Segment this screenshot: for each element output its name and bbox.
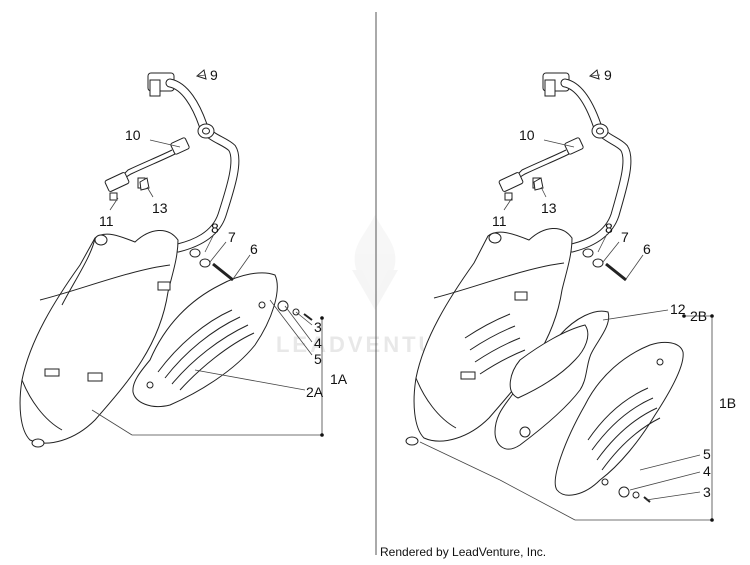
watermark-flame-icon: [352, 215, 398, 310]
callout-3-right: 3: [703, 484, 711, 500]
left-assembly-drawing: [19, 69, 313, 448]
callout-5: 5: [314, 351, 322, 367]
callout-7-right: 7: [621, 229, 629, 245]
callout-10: 10: [125, 127, 141, 143]
callout-5-right: 5: [703, 446, 711, 462]
mounting-hardware: [139, 69, 313, 321]
callout-1A: 1A: [330, 371, 348, 387]
callout-2B-dot: [682, 314, 686, 318]
right-bracket-dot-bottom: [710, 518, 714, 522]
left-bracket-dot-bottom: [320, 433, 324, 437]
right-callouts: 9 10 11 13 8 7 6 12 2B 1B 5 4 3: [492, 67, 736, 500]
callout-7: 7: [228, 229, 236, 245]
right-leader-lines: [419, 74, 713, 521]
callout-2A: 2A: [306, 384, 324, 400]
callout-6-right: 6: [643, 241, 651, 257]
callout-8: 8: [211, 220, 219, 236]
callout-4: 4: [314, 335, 322, 351]
callout-1B-right: 1B: [719, 395, 736, 411]
gasket-12: [494, 310, 610, 450]
callout-4-right: 4: [703, 463, 711, 479]
left-callouts: 9 10 11 13 8 7 6 3 4 5 2A 1A: [99, 67, 348, 400]
callout-11: 11: [99, 213, 114, 229]
right-assembly-drawing: [405, 69, 684, 503]
callout-8-right: 8: [605, 220, 613, 236]
heat-shield-2B: [554, 341, 684, 496]
callout-11-right: 11: [492, 213, 507, 229]
callout-9-right: 9: [604, 67, 612, 83]
muffler-body: [19, 230, 179, 448]
callout-9: 9: [210, 67, 218, 83]
callout-13-right: 13: [541, 200, 557, 216]
callout-13: 13: [152, 200, 168, 216]
left-bracket-dot-top: [320, 316, 324, 320]
heat-shield-2A: [132, 272, 278, 407]
callout-6: 6: [250, 241, 258, 257]
mounting-hardware-right: [533, 69, 651, 503]
callout-10-right: 10: [519, 127, 535, 143]
muffler-body-right: [405, 228, 573, 446]
exhaust-pipe: [147, 72, 240, 253]
right-bracket-dot-top: [710, 314, 714, 318]
callout-2B-right: 2B: [690, 308, 707, 324]
exhaust-pipe-right: [542, 72, 632, 253]
left-leader-lines: [91, 74, 323, 436]
callout-12-right: 12: [670, 301, 686, 317]
callout-3: 3: [314, 319, 322, 335]
render-credit: Rendered by LeadVenture, Inc.: [380, 545, 547, 559]
